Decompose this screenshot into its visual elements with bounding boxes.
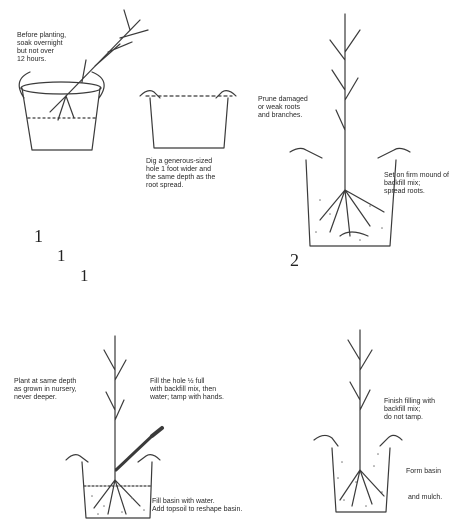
step-number-1c: 1 bbox=[80, 266, 89, 286]
pruned-tree-illustration bbox=[290, 14, 410, 246]
step-number-1a: 1 bbox=[34, 226, 43, 247]
step-number-2: 2 bbox=[290, 250, 299, 271]
mulch-note: and mulch. bbox=[408, 494, 468, 502]
dig-hole-note: Dig a generous-sized hole 1 foot wider a… bbox=[146, 158, 250, 190]
watering-hose bbox=[116, 428, 162, 470]
finish-filling-note: Finish filling with backfill mix; do not… bbox=[384, 398, 470, 422]
prune-note: Prune damaged or weak roots and branches… bbox=[258, 96, 336, 120]
mound-note: Set on firm mound of backfill mix; sprea… bbox=[384, 172, 474, 196]
dug-hole-illustration bbox=[140, 91, 236, 148]
soak-note: Before planting, soak overnight but not … bbox=[17, 32, 97, 64]
fill-basin-note: Fill basin with water. Add topsoil to re… bbox=[152, 498, 282, 514]
plant-depth-note: Plant at same depth as grown in nursery,… bbox=[14, 378, 106, 402]
half-filled-hole-illustration bbox=[66, 336, 160, 518]
fill-half-note: Fill the hole ½ full with backfill mix, … bbox=[150, 378, 250, 402]
step-number-1b: 1 bbox=[57, 246, 66, 266]
form-basin-note: Form basin bbox=[406, 468, 466, 476]
bucket-illustration bbox=[19, 72, 104, 150]
soaking-seedling bbox=[50, 10, 148, 120]
